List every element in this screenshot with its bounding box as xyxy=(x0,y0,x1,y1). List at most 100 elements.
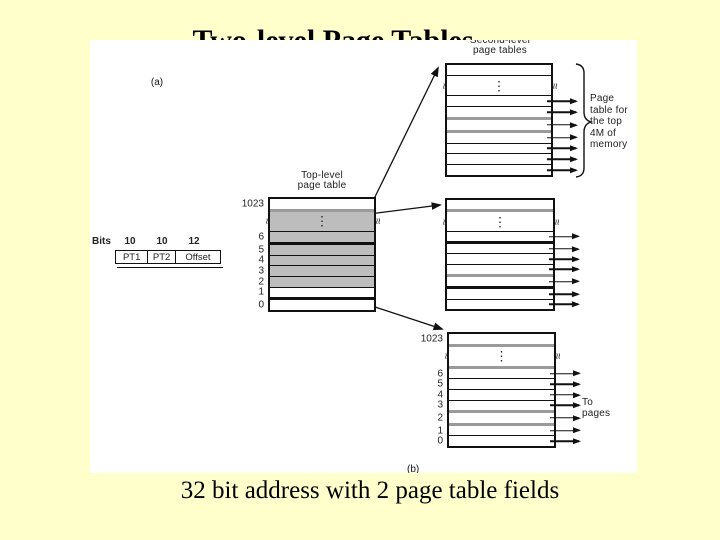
label-line: Page xyxy=(590,93,615,104)
row-index-label: 2 xyxy=(258,276,264,288)
row-arrow-icon xyxy=(547,136,576,139)
row-arrow-icon xyxy=(549,293,578,295)
table-row: 0 xyxy=(437,435,579,447)
row-arrow-icon xyxy=(547,147,576,150)
address-fields: PT1 PT2 Offset xyxy=(115,250,221,264)
table-row xyxy=(447,164,576,175)
row-arrow-icon xyxy=(549,248,578,250)
table-row xyxy=(447,65,551,75)
row-arrow-icon xyxy=(550,417,579,419)
row-arrow-icon xyxy=(550,372,579,375)
label-line: 4M of xyxy=(590,127,617,139)
second-level-page-table-middle: ≈⋮≈ xyxy=(439,198,578,311)
slide-caption: 32 bit address with 2 page table fields xyxy=(180,477,560,504)
row-index-label: 1023 xyxy=(420,333,443,345)
row-arrow-icon xyxy=(547,100,576,103)
row-arrow-icon xyxy=(549,235,578,238)
row-index-label: 2 xyxy=(437,412,443,424)
table-row xyxy=(447,241,578,253)
table-row: 6 xyxy=(437,365,579,379)
row-arrow-icon xyxy=(550,394,579,396)
row-arrow-icon xyxy=(547,124,576,126)
connector-arrows xyxy=(368,63,594,331)
table-row xyxy=(447,142,576,154)
row-index-label: 6 xyxy=(437,368,443,380)
table-break-row: ≈⋮≈ xyxy=(441,343,563,366)
table-row xyxy=(447,129,576,143)
table-row: 0 xyxy=(258,297,374,311)
label-line: the top xyxy=(590,116,622,127)
row-index-label: 1 xyxy=(437,425,443,437)
label-line: Second-level xyxy=(469,40,531,46)
table-row: 6 xyxy=(258,231,374,242)
row-arrow-icon xyxy=(547,169,576,171)
label-line: page tables xyxy=(473,44,527,56)
break-mark-icon: ≈ xyxy=(438,82,451,89)
ellipsis-icon: ⋮ xyxy=(493,214,507,230)
table-row: 1 xyxy=(437,422,579,436)
table-break-row: ≈⋮≈ xyxy=(439,209,562,231)
row-arrow-icon xyxy=(547,111,576,113)
row-index-label: 0 xyxy=(437,435,443,447)
label-line: page table xyxy=(297,180,347,191)
table-row: 5 xyxy=(437,378,579,390)
row-index-label: 5 xyxy=(437,378,443,390)
table-row: 1 xyxy=(258,286,374,298)
table-row: 4 xyxy=(437,388,579,400)
row-index-label: 1023 xyxy=(241,198,264,210)
table-row: 1023 xyxy=(242,198,374,209)
table-row xyxy=(447,95,576,106)
ellipsis-icon: ⋮ xyxy=(495,348,508,364)
table-break-row: ≈⋮≈ xyxy=(439,74,560,96)
break-mark-icon: ≈ xyxy=(371,218,384,225)
row-index-label: 3 xyxy=(437,399,443,411)
row-index-label: 5 xyxy=(258,244,264,256)
table-row: 1023 xyxy=(421,333,554,344)
field-offset: Offset xyxy=(174,251,220,263)
break-mark-icon: ≈ xyxy=(548,82,561,89)
row-arrow-icon xyxy=(550,440,579,442)
row-arrow-icon xyxy=(550,404,579,407)
break-mark-icon: ≈ xyxy=(261,218,274,225)
row-arrow-icon xyxy=(550,429,579,432)
label-line: pages xyxy=(582,408,611,419)
field-pt1: PT1 xyxy=(122,251,141,263)
break-mark-icon: ≈ xyxy=(440,353,453,360)
field-pt2: PT2 xyxy=(147,251,174,263)
table-row: 3 xyxy=(258,265,374,277)
row-arrow-icon xyxy=(550,383,579,385)
row-index-label: 1 xyxy=(258,286,264,298)
address-underline xyxy=(117,267,223,268)
table-row xyxy=(447,106,576,117)
table-row: 3 xyxy=(437,399,579,411)
row-index-label: 3 xyxy=(258,265,264,277)
address-bits-widget: Bits 10 10 12 PT1 PT2 Offset xyxy=(90,235,240,291)
table-row: 2 xyxy=(437,410,579,423)
row-index-label: 4 xyxy=(437,389,443,401)
row-index-label: 6 xyxy=(258,231,264,243)
table-row xyxy=(447,116,576,130)
row-arrow-icon xyxy=(549,303,578,306)
table-row xyxy=(447,230,578,241)
label-line: To xyxy=(582,397,593,408)
table-row xyxy=(447,253,578,263)
row-arrow-icon xyxy=(547,158,576,161)
label-line: Top-level xyxy=(301,170,343,181)
table-row: 5 xyxy=(258,241,374,255)
bits-label: Bits xyxy=(92,236,111,247)
break-mark-icon: ≈ xyxy=(438,218,451,225)
table-row xyxy=(447,274,578,286)
table-break-row: ≈ ⋮ ≈ xyxy=(262,208,383,232)
table-row xyxy=(447,263,578,274)
table-row: 4 xyxy=(258,254,374,266)
table-row xyxy=(447,286,578,298)
table-row xyxy=(447,298,578,309)
ellipsis-icon: ⋮ xyxy=(315,213,329,229)
row-arrow-icon xyxy=(549,268,578,271)
